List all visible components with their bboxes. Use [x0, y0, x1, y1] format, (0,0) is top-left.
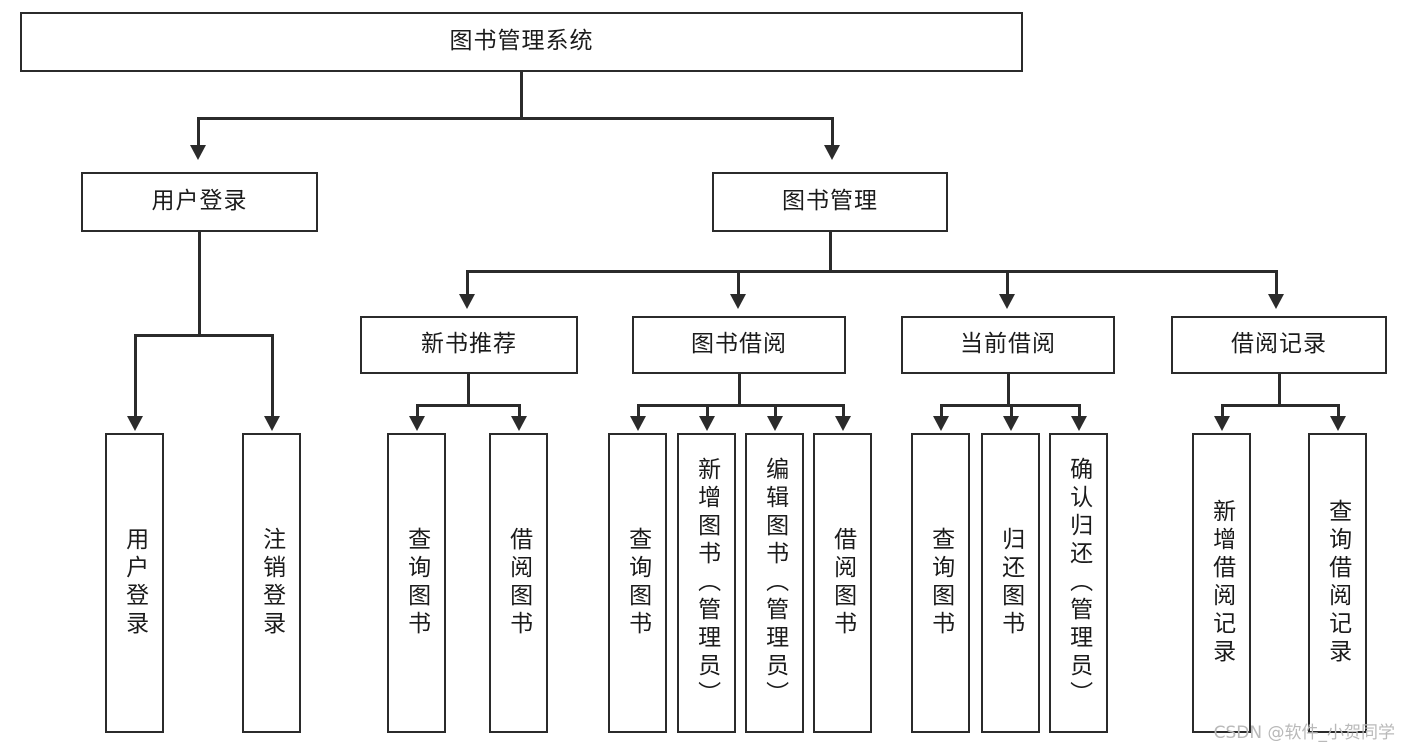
- leaf-borrow-edit-book-admin[interactable]: 编辑图书（管理员）: [745, 433, 804, 733]
- leaf-label: 查询借阅记录: [1324, 499, 1351, 667]
- connector-userlogin-stem: [198, 232, 201, 336]
- leaf-current-query-book[interactable]: 查询图书: [911, 433, 970, 733]
- connector-borrow-leaf1: [706, 404, 709, 418]
- node-new-book-recommend[interactable]: 新书推荐: [360, 316, 578, 374]
- connector-bookmgmt-to-current: [1006, 270, 1009, 296]
- connector-newbook-leaf1: [518, 404, 521, 418]
- arrow-borrow-leaf3: [835, 416, 851, 431]
- leaf-label: 查询图书: [927, 527, 954, 639]
- leaf-label: 查询图书: [403, 527, 430, 639]
- connector-current-leaf0: [940, 404, 943, 418]
- node-user-login[interactable]: 用户登录: [81, 172, 318, 232]
- connector-borrow-leaf2: [774, 404, 777, 418]
- arrow-userlogin-leaf1: [264, 416, 280, 431]
- arrow-root-to-bookmgmt: [824, 145, 840, 160]
- leaf-label: 归还图书: [997, 527, 1024, 639]
- connector-bookmgmt-to-newbook: [466, 270, 469, 296]
- leaf-new-book-borrow[interactable]: 借阅图书: [489, 433, 548, 733]
- leaf-label: 编辑图书（管理员）: [761, 457, 788, 709]
- connector-current-stem: [1007, 374, 1010, 406]
- arrow-bookmgmt-to-current: [999, 294, 1015, 309]
- node-current-borrow[interactable]: 当前借阅: [901, 316, 1115, 374]
- connector-bookmgmt-to-borrow: [737, 270, 740, 296]
- leaf-current-confirm-return-admin[interactable]: 确认归还（管理员）: [1049, 433, 1108, 733]
- arrow-borrow-leaf1: [699, 416, 715, 431]
- leaf-label: 新增借阅记录: [1208, 499, 1235, 667]
- arrow-bookmgmt-to-record: [1268, 294, 1284, 309]
- connector-bookmgmt-bus: [466, 270, 1278, 273]
- leaf-label: 查询图书: [624, 527, 651, 639]
- leaf-label: 新增图书（管理员）: [693, 457, 720, 709]
- leaf-record-add-record[interactable]: 新增借阅记录: [1192, 433, 1251, 733]
- connector-record-stem: [1278, 374, 1281, 406]
- arrow-bookmgmt-to-borrow: [730, 294, 746, 309]
- connector-bookmgmt-stem: [829, 232, 832, 272]
- node-book-management[interactable]: 图书管理: [712, 172, 948, 232]
- connector-borrow-stem: [738, 374, 741, 406]
- arrow-borrow-leaf0: [630, 416, 646, 431]
- arrow-record-leaf1: [1330, 416, 1346, 431]
- watermark-csdn: CSDN @软件_小贺同学: [1213, 723, 1395, 743]
- leaf-current-return-book[interactable]: 归还图书: [981, 433, 1040, 733]
- arrow-root-to-userlogin: [190, 145, 206, 160]
- leaf-label: 用户登录: [121, 527, 148, 639]
- node-book-borrow[interactable]: 图书借阅: [632, 316, 846, 374]
- arrow-userlogin-leaf0: [127, 416, 143, 431]
- connector-record-bus: [1221, 404, 1340, 407]
- connector-root-to-bookmgmt: [831, 117, 834, 147]
- arrow-current-leaf2: [1071, 416, 1087, 431]
- connector-newbook-stem: [467, 374, 470, 406]
- leaf-label: 借阅图书: [505, 527, 532, 639]
- leaf-label: 确认归还（管理员）: [1065, 457, 1092, 709]
- arrow-current-leaf0: [933, 416, 949, 431]
- connector-borrow-leaf3: [842, 404, 845, 418]
- connector-userlogin-leaf0: [134, 334, 137, 418]
- node-root-system[interactable]: 图书管理系统: [20, 12, 1023, 72]
- connector-newbook-bus: [416, 404, 521, 407]
- connector-record-leaf0: [1221, 404, 1224, 418]
- arrow-newbook-leaf0: [409, 416, 425, 431]
- arrow-record-leaf0: [1214, 416, 1230, 431]
- leaf-borrow-add-book-admin[interactable]: 新增图书（管理员）: [677, 433, 736, 733]
- connector-current-leaf2: [1078, 404, 1081, 418]
- connector-bookmgmt-to-record: [1275, 270, 1278, 296]
- connector-userlogin-leaf1: [271, 334, 274, 418]
- connector-record-leaf1: [1337, 404, 1340, 418]
- connector-root-stem: [520, 72, 523, 117]
- leaf-borrow-borrow-book[interactable]: 借阅图书: [813, 433, 872, 733]
- connector-userlogin-bus: [134, 334, 272, 337]
- connector-newbook-leaf0: [416, 404, 419, 418]
- arrow-bookmgmt-to-newbook: [459, 294, 475, 309]
- node-borrow-record[interactable]: 借阅记录: [1171, 316, 1387, 374]
- connector-current-leaf1: [1010, 404, 1013, 418]
- leaf-label: 借阅图书: [829, 527, 856, 639]
- leaf-user-login-logout[interactable]: 注销登录: [242, 433, 301, 733]
- leaf-borrow-query-book[interactable]: 查询图书: [608, 433, 667, 733]
- connector-borrow-bus: [637, 404, 845, 407]
- arrow-current-leaf1: [1003, 416, 1019, 431]
- leaf-record-query-record[interactable]: 查询借阅记录: [1308, 433, 1367, 733]
- arrow-newbook-leaf1: [511, 416, 527, 431]
- connector-root-bus: [197, 117, 834, 120]
- leaf-new-book-query[interactable]: 查询图书: [387, 433, 446, 733]
- leaf-user-login-login[interactable]: 用户登录: [105, 433, 164, 733]
- leaf-label: 注销登录: [258, 527, 285, 639]
- connector-borrow-leaf0: [637, 404, 640, 418]
- connector-root-to-userlogin: [197, 117, 200, 147]
- arrow-borrow-leaf2: [767, 416, 783, 431]
